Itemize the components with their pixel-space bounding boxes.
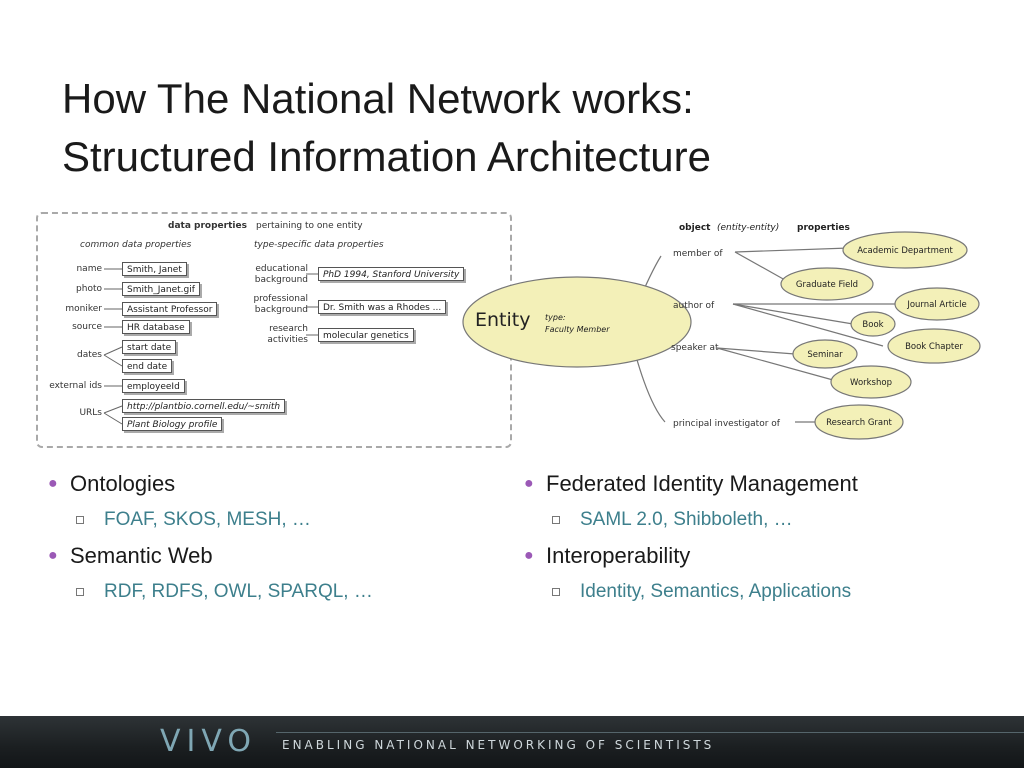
type-value-professional: Dr. Smith was a Rhodes ... (318, 300, 447, 314)
vivo-logo: VIVO (160, 724, 257, 759)
field-value-source: HR database (122, 320, 190, 334)
object-properties-diagram: object (entity-entity) properties Entity… (462, 223, 981, 440)
square-bullet-icon (552, 588, 560, 596)
field-label-moniker: moniker (65, 304, 102, 314)
bullet-item: ●Interoperability (522, 540, 858, 576)
target-seminar (792, 339, 858, 369)
target-label-workshop: Workshop (850, 378, 892, 388)
field-value-start-date: start date (122, 340, 177, 354)
dp-common-label: common data properties (80, 240, 192, 250)
field-label-photo: photo (76, 284, 102, 294)
type-field-connectors (306, 273, 318, 336)
type-value-research: molecular genetics (318, 328, 414, 342)
slide-title: How The National Network works: Structur… (62, 70, 962, 186)
target-label-seminar: Seminar (807, 350, 843, 360)
target-label-academic-department: Academic Department (857, 246, 953, 256)
bullet-dot-icon: ● (48, 475, 58, 492)
field-label-dates: dates (77, 350, 102, 360)
field-label-external-ids: external ids (49, 381, 102, 391)
target-workshop (830, 365, 912, 399)
bullet-dot-icon: ● (524, 475, 534, 492)
sub-bullet-item: SAML 2.0, Shibboleth, … (522, 504, 858, 540)
field-label-source: source (72, 322, 102, 332)
common-field-connectors (103, 268, 123, 425)
relation-author-of: author of (673, 301, 715, 311)
title-line-2: Structured Information Architecture (62, 133, 711, 180)
target-graduate-field (780, 267, 874, 301)
relation-principal-investigator: principal investigator of (673, 419, 781, 429)
footer-bar: VIVO ENABLING NATIONAL NETWORKING OF SCI… (0, 716, 1024, 768)
sub-bullet-item: Identity, Semantics, Applications (522, 576, 858, 612)
field-label-urls: URLs (79, 408, 102, 418)
field-value-employee-id: employeeId (122, 379, 185, 393)
footer-rule (276, 732, 1024, 733)
op-heading-mid: (entity-entity) (717, 223, 779, 233)
field-value-photo: Smith_Janet.gif (122, 282, 200, 296)
sub-bullet-item: RDF, RDFS, OWL, SPARQL, … (46, 576, 373, 612)
bullet-dot-icon: ● (48, 547, 58, 564)
entity-type-value: Faculty Member (545, 325, 610, 334)
square-bullet-icon (76, 588, 84, 596)
entity-node (462, 276, 692, 368)
op-heading-end: properties (797, 223, 850, 233)
relation-member-of: member of (673, 249, 723, 259)
target-research-grant (814, 404, 904, 440)
dp-heading-rest: pertaining to one entity (256, 221, 363, 231)
square-bullet-icon (76, 516, 84, 524)
bullet-item: ●Semantic Web (46, 540, 373, 576)
target-label-book-chapter: Book Chapter (905, 342, 963, 352)
title-line-1: How The National Network works: (62, 75, 694, 122)
sub-bullet-item: FOAF, SKOS, MESH, … (46, 504, 373, 540)
field-value-name: Smith, Janet (122, 262, 187, 276)
data-properties-diagram: data properties pertaining to one entity… (36, 212, 512, 448)
op-heading-bold: object (679, 223, 711, 233)
relation-speaker-at: speaker at (671, 343, 719, 353)
field-value-url: http://plantbio.cornell.edu/~smith (122, 399, 286, 413)
target-book-chapter (887, 328, 981, 364)
field-label-name: name (76, 264, 102, 274)
target-book (850, 311, 896, 337)
footer-tagline: ENABLING NATIONAL NETWORKING OF SCIENTIS… (282, 738, 715, 752)
target-journal-article (894, 287, 980, 321)
field-value-end-date: end date (122, 359, 173, 373)
field-value-moniker: Assistant Professor (122, 302, 218, 316)
bullets-right: ●Federated Identity Management SAML 2.0,… (522, 468, 858, 612)
target-label-journal-article: Journal Article (906, 300, 966, 310)
target-label-research-grant: Research Grant (826, 418, 892, 428)
bullet-item: ●Federated Identity Management (522, 468, 858, 504)
bullet-dot-icon: ● (524, 547, 534, 564)
field-value-profile: Plant Biology profile (122, 417, 223, 431)
dp-heading-bold: data properties (168, 221, 247, 231)
entity-type-key: type: (545, 313, 566, 322)
target-label-graduate-field: Graduate Field (796, 280, 858, 290)
bullet-item: ●Ontologies (46, 468, 373, 504)
entity-label: Entity (475, 309, 530, 331)
square-bullet-icon (552, 516, 560, 524)
target-label-book: Book (862, 320, 883, 330)
type-value-education: PhD 1994, Stanford University (318, 267, 465, 281)
bullets-left: ●Ontologies FOAF, SKOS, MESH, … ●Semanti… (46, 468, 373, 612)
dp-type-specific-label: type-specific data properties (254, 240, 384, 250)
target-academic-department (842, 231, 968, 269)
